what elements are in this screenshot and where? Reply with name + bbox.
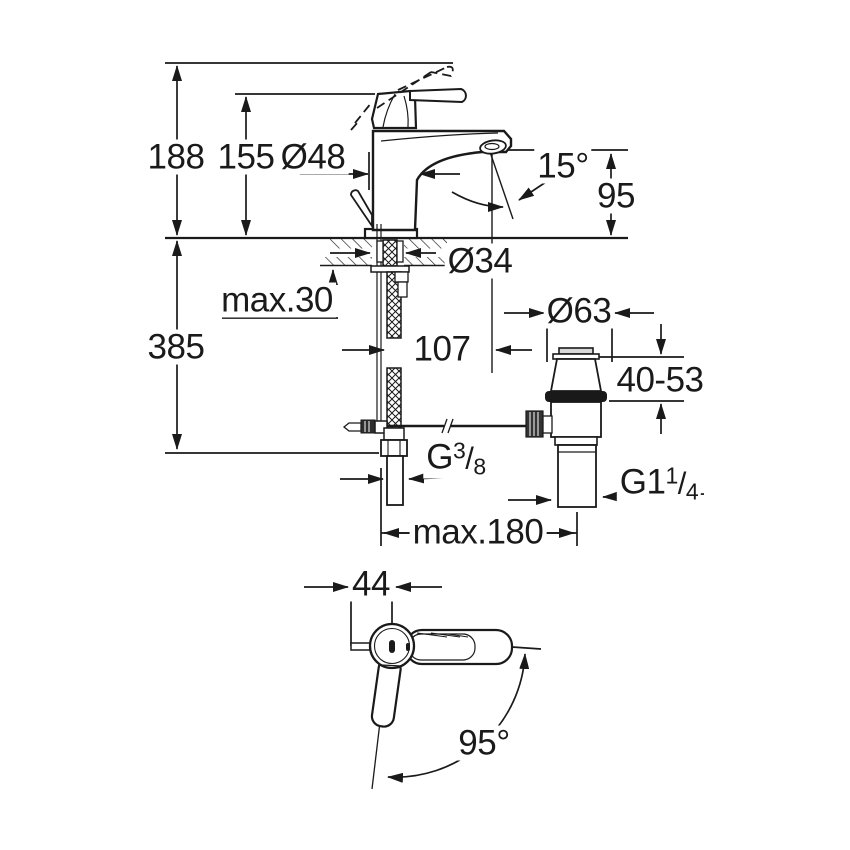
supply-connector	[380, 439, 408, 506]
handle-lever	[370, 87, 467, 130]
handle-top-view	[350, 622, 514, 728]
dim-handle-width: 44	[349, 566, 393, 602]
aerator	[479, 139, 507, 155]
popup-rod-linkage	[342, 418, 527, 441]
drain-assembly	[525, 347, 607, 508]
dim-max-reach: max.180	[409, 514, 547, 550]
dim-drain-thread: G11/4	[616, 464, 702, 504]
dim-spout-projection: 107	[410, 331, 474, 367]
faucet-side-view	[350, 65, 513, 240]
dim-drain-flange-diameter: Ø63	[543, 293, 615, 329]
dim-body-diameter: Ø48	[277, 139, 349, 175]
mounting-hardware	[342, 224, 527, 506]
dim-below-deck-height: 385	[144, 329, 208, 365]
dim-body-height: 155	[214, 139, 278, 175]
dim-max-deck-thickness: max.30	[218, 282, 336, 318]
dim-overall-height: 188	[144, 139, 208, 175]
popup-lever	[350, 189, 373, 229]
dim-hole-diameter: Ø34	[444, 243, 516, 279]
dim-spout-height: 95	[594, 178, 638, 214]
dim-supply-thread: G3/8	[423, 439, 489, 479]
dim-handle-swing-angle: 95°	[455, 725, 513, 761]
dim-drain-adjust-range: 40-53	[613, 362, 707, 398]
dim-spout-angle: 15°	[534, 148, 592, 184]
handle-open-position-dashed	[350, 65, 454, 131]
